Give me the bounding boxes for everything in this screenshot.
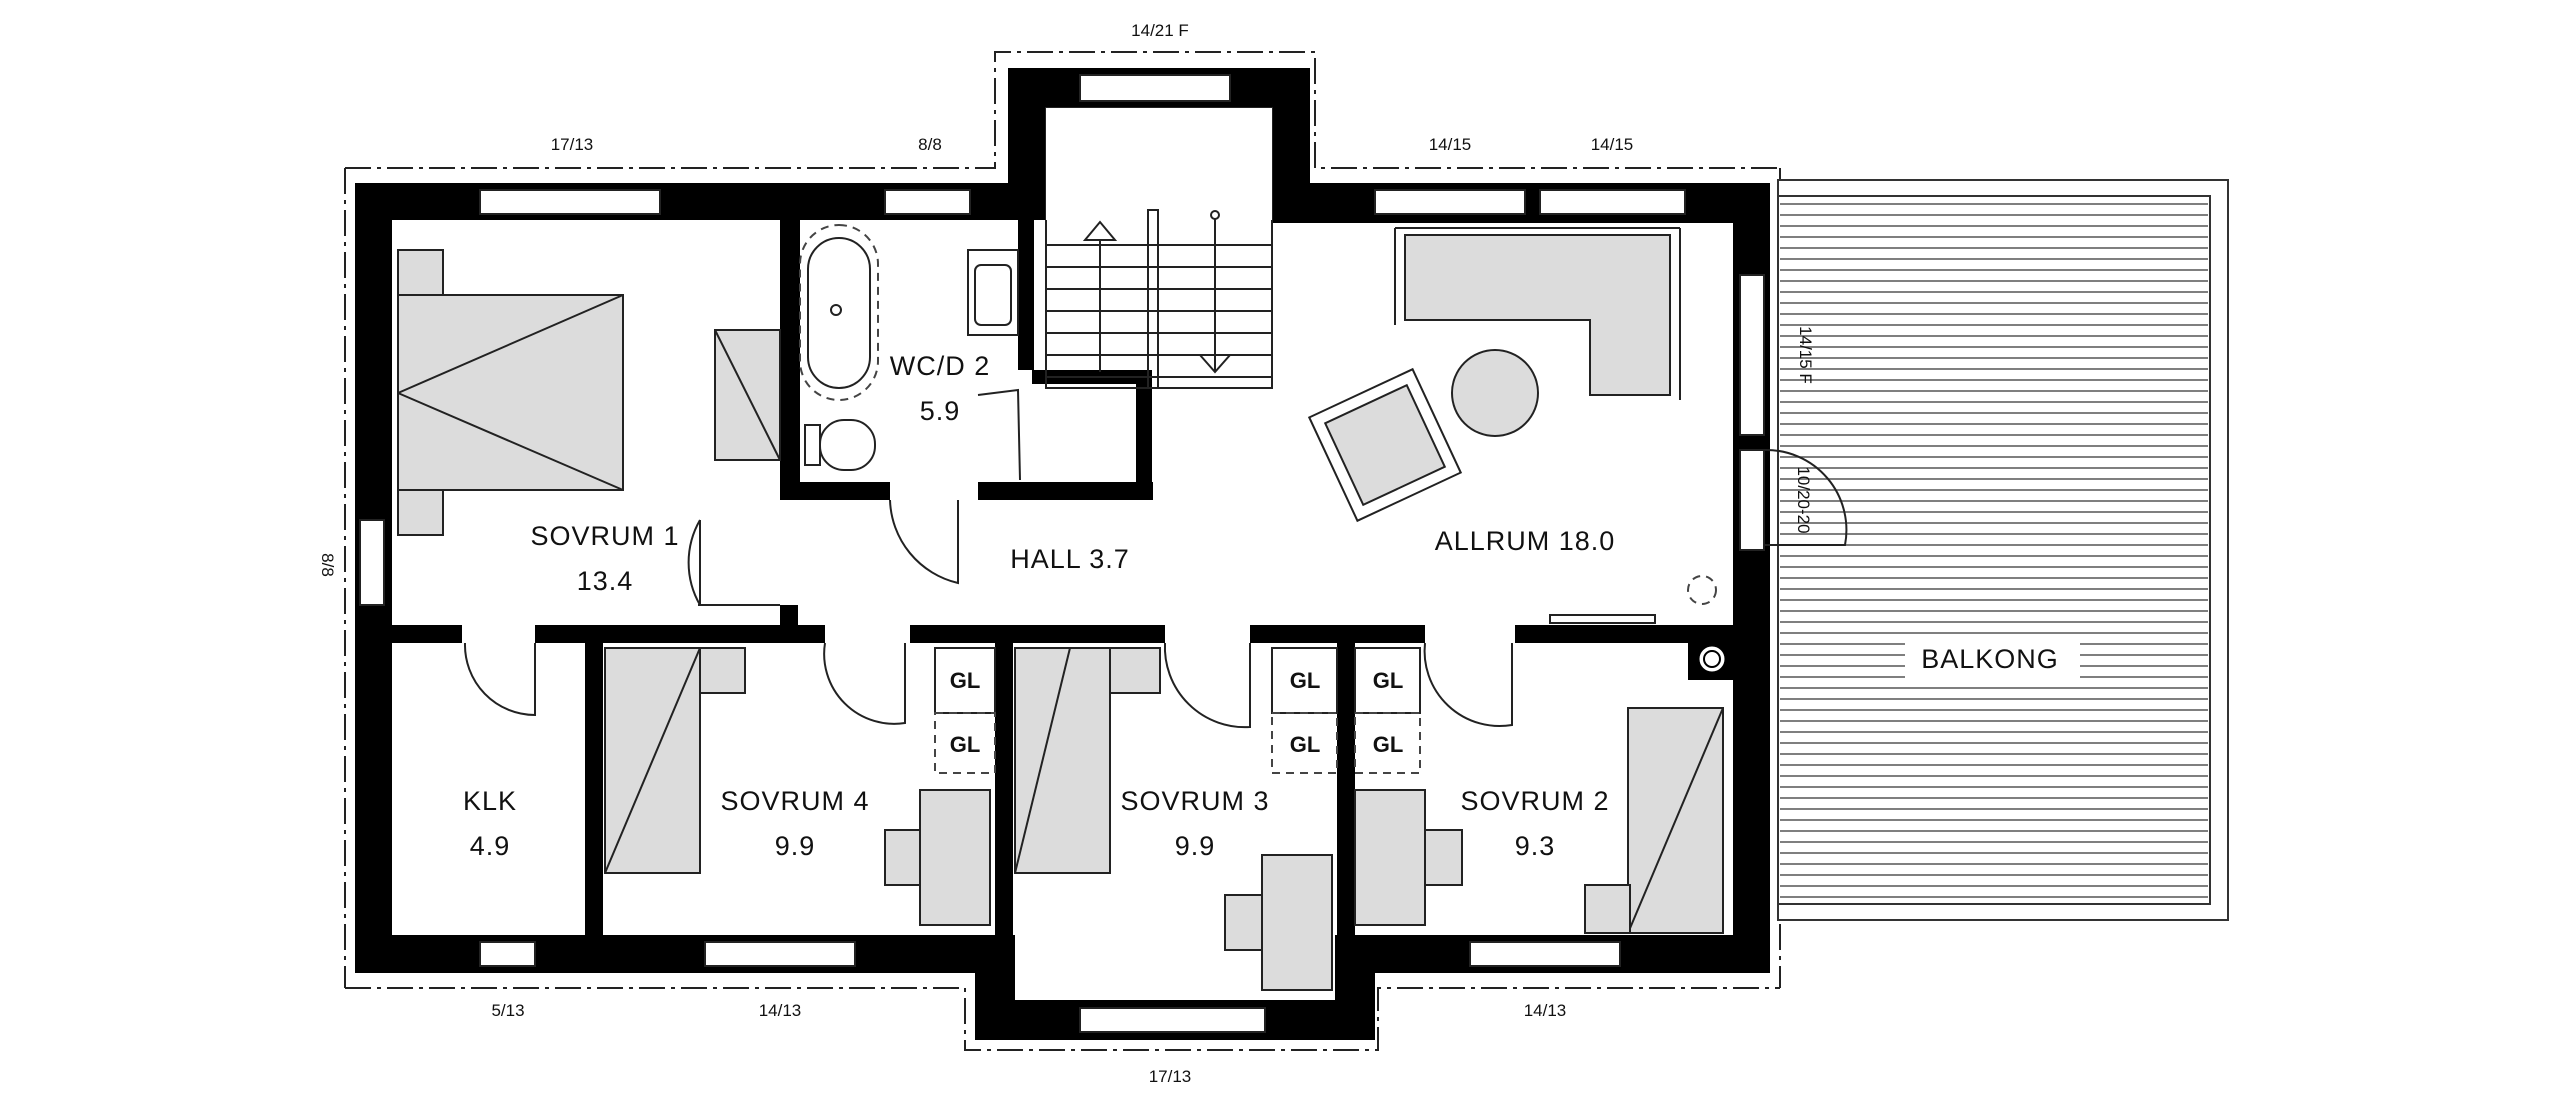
window-sovrum2-bottom	[1469, 941, 1621, 967]
dim-top-allrum-1: 14/15	[1429, 135, 1472, 154]
room-sovrum2-area: 9.3	[1515, 831, 1556, 861]
window-sovrum1-top	[479, 189, 661, 215]
balcony-label: BALKONG	[1921, 644, 2059, 674]
balcony	[1777, 179, 2229, 921]
room-sovrum2-name: SOVRUM 2	[1460, 786, 1609, 816]
room-labels: SOVRUM 1 13.4 WC/D 2 5.9 HALL 3.7 ALLRUM…	[463, 351, 2080, 861]
room-sovrum4-name: SOVRUM 4	[720, 786, 869, 816]
walls	[355, 68, 1770, 1040]
window-allrum-top-1	[1374, 189, 1526, 215]
furniture-sovrum4	[604, 647, 991, 926]
furniture-sovrum3	[1014, 647, 1333, 991]
closet-label-1: GL	[950, 668, 981, 693]
dim-right-window: 14/15 F	[1796, 326, 1815, 384]
door-swings	[463, 388, 1848, 729]
balcony-door	[1739, 449, 1765, 551]
dim-bottom-klk: 5/13	[491, 1001, 524, 1020]
closet-label-5: GL	[1373, 668, 1404, 693]
closet-label-4: GL	[1290, 732, 1321, 757]
dim-bottom-sovrum4: 14/13	[759, 1001, 802, 1020]
dim-top-left: 17/13	[551, 135, 594, 154]
dim-left-side: 8/8	[318, 553, 337, 577]
outline-bottom	[345, 987, 1780, 1051]
room-allrum-label: ALLRUM 18.0	[1435, 526, 1616, 556]
windows	[359, 74, 1765, 1033]
room-sovrum4-area: 9.9	[775, 831, 816, 861]
window-left-side	[359, 519, 385, 606]
window-klk-bottom	[479, 941, 536, 967]
window-dimensions: 14/21 F 17/13 8/8 14/15 14/15 14/15 F 10…	[318, 21, 1815, 1086]
closet-label-3: GL	[1290, 668, 1321, 693]
dim-bottom-sovrum3: 17/13	[1149, 1067, 1192, 1086]
closet-label-2: GL	[950, 732, 981, 757]
room-wcd2-area: 5.9	[920, 396, 961, 426]
furniture-sovrum2	[1354, 707, 1724, 934]
window-allrum-right	[1739, 274, 1765, 436]
window-stair-top	[1079, 74, 1231, 102]
dim-right-door: 10/20-20	[1794, 466, 1813, 533]
dim-bottom-sovrum2: 14/13	[1524, 1001, 1567, 1020]
window-allrum-top-2	[1539, 189, 1686, 215]
window-sovrum4-bottom	[704, 941, 856, 967]
closets: GL GL GL GL GL GL	[934, 647, 1421, 774]
window-wc-top	[884, 189, 971, 215]
room-sovrum3-area: 9.9	[1175, 831, 1216, 861]
room-sovrum3-name: SOVRUM 3	[1120, 786, 1269, 816]
window-sovrum3-bottom	[1079, 1007, 1266, 1033]
room-wcd2-name: WC/D 2	[890, 351, 991, 381]
room-klk-name: KLK	[463, 786, 517, 816]
room-hall-label: HALL 3.7	[1010, 544, 1130, 574]
outline-top	[345, 51, 1780, 169]
closet-label-6: GL	[1373, 732, 1404, 757]
room-sovrum1-name: SOVRUM 1	[530, 521, 679, 551]
dim-top-allrum-2: 14/15	[1591, 135, 1634, 154]
room-klk-area: 4.9	[470, 831, 511, 861]
stairs	[1045, 107, 1273, 389]
furniture-allrum	[1307, 227, 1717, 624]
dim-top-stair: 14/21 F	[1131, 21, 1189, 40]
balcony-decking	[1780, 203, 2208, 898]
room-sovrum1-area: 13.4	[577, 566, 634, 596]
furniture-sovrum1	[397, 249, 781, 536]
dim-top-wc: 8/8	[918, 135, 942, 154]
furniture-wc	[799, 224, 1019, 471]
